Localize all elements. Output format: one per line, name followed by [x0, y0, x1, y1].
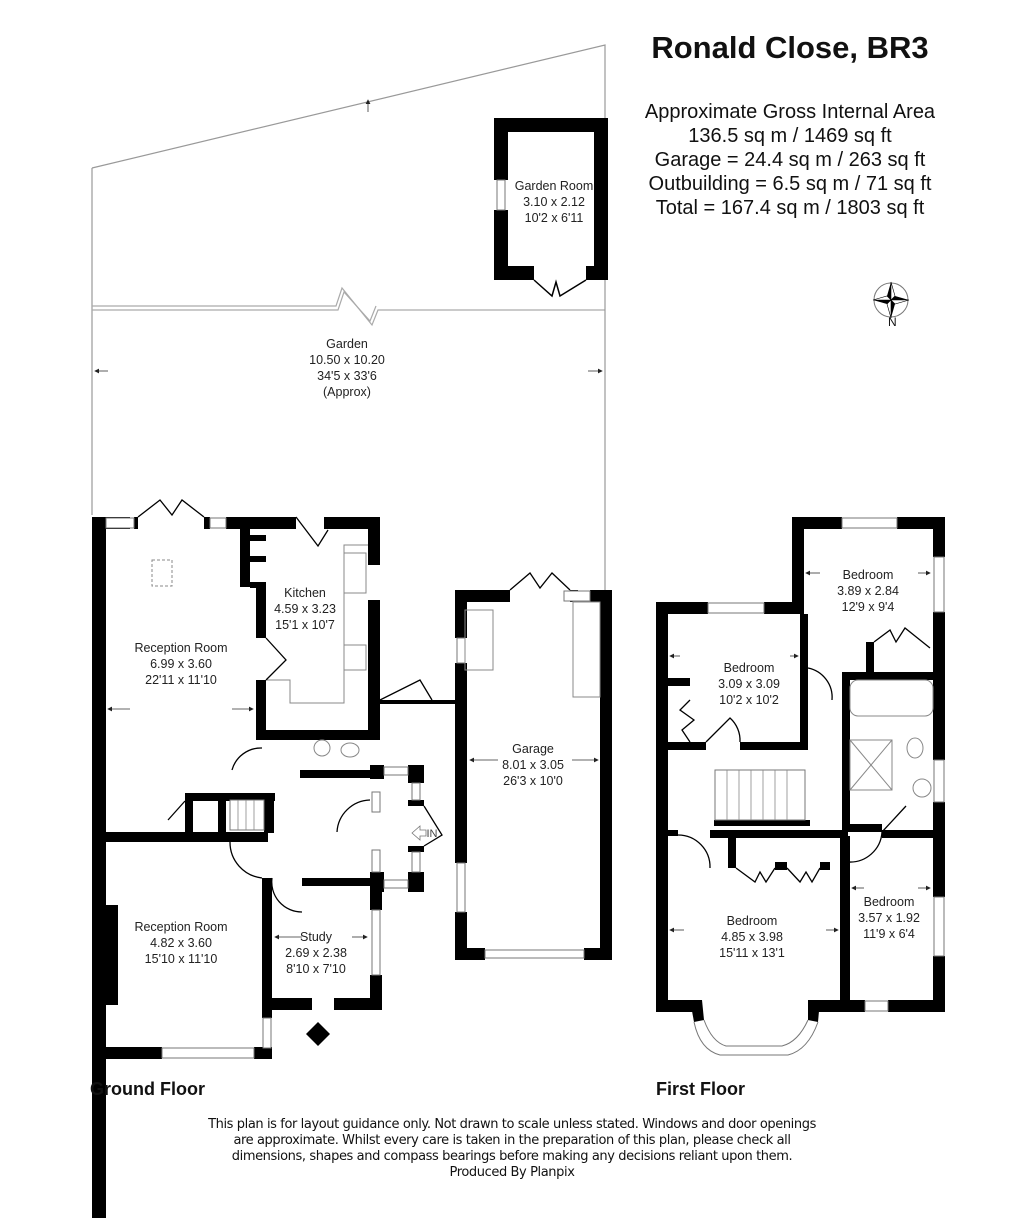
entrance-label: IN [426, 828, 438, 840]
ground-floor-walls [92, 517, 612, 1218]
room-label-bedroom-middle: Bedroom 3.09 x 3.09 10'2 x 10'2 [718, 661, 780, 707]
garden-room-walls [494, 118, 608, 280]
disclaimer: This plan is for layout guidance only. N… [200, 1117, 824, 1181]
room-label-study: Study 2.69 x 2.38 8'10 x 7'10 [285, 930, 347, 976]
ground-floor-label: Ground Floor [90, 1079, 205, 1099]
compass-rose-icon [872, 281, 910, 319]
area-outbuilding: Outbuilding = 6.5 sq m / 71 sq ft [648, 173, 932, 195]
room-label-reception-front: Reception Room 4.82 x 3.60 15'10 x 11'10 [134, 920, 228, 966]
room-label-bedroom-small: Bedroom 3.57 x 1.92 11'9 x 6'4 [858, 895, 920, 941]
room-label-kitchen: Kitchen 4.59 x 3.23 15'1 x 10'7 [274, 586, 336, 632]
first-floor-label: First Floor [656, 1079, 745, 1099]
compass-north-label: N [888, 315, 897, 329]
producer-credit: Produced By Planpix [449, 1165, 575, 1180]
area-total: Total = 167.4 sq m / 1803 sq ft [655, 197, 925, 219]
room-label-bedroom-rear: Bedroom 3.89 x 2.84 12'9 x 9'4 [837, 568, 899, 614]
area-summary: Approximate Gross Internal Area 136.5 sq… [620, 100, 960, 220]
area-main: 136.5 sq m / 1469 sq ft [688, 125, 892, 147]
area-garage: Garage = 24.4 sq m / 263 sq ft [654, 149, 926, 171]
room-label-garage: Garage 8.01 x 3.05 26'3 x 10'0 [502, 742, 564, 788]
room-label-garden-room: Garden Room 3.10 x 2.12 10'2 x 6'11 [514, 179, 594, 225]
room-label-reception-rear: Reception Room 6.99 x 3.60 22'11 x 11'10 [134, 641, 228, 687]
room-label-garden: Garden 10.50 x 10.20 34'5 x 33'6 (Approx… [309, 337, 385, 399]
property-title: Ronald Close, BR3 [651, 30, 929, 65]
area-heading: Approximate Gross Internal Area [644, 101, 936, 123]
first-floor-walls [656, 517, 945, 1022]
room-label-bedroom-front: Bedroom 4.85 x 3.98 15'11 x 13'1 [719, 914, 785, 960]
